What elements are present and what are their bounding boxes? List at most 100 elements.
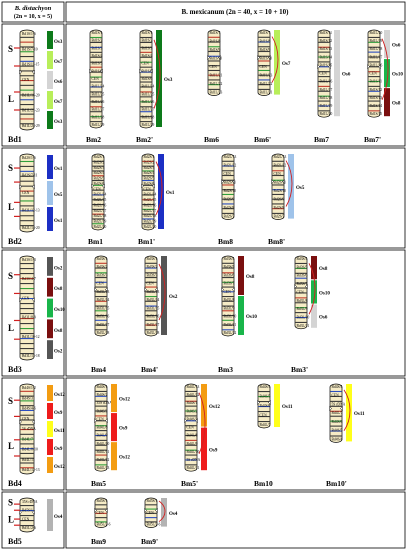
chrom-band [145,508,157,510]
chrom-band [318,90,330,92]
bm-segment-label: Bd4S/4 [332,437,343,441]
os-label-Os2: Os2 [54,266,63,271]
bm-segment-label: Bd3L/13 [147,290,160,294]
bm-segment-label: Bd2L/16 [94,203,107,207]
chrom-band [90,116,102,118]
bd-chrom-name: Bd3 [8,365,22,374]
bm-segment-label: Bd1L/24 [92,85,105,89]
centromere-mark [91,183,105,189]
bd-segment-label: Bd4L/7 [22,437,33,441]
bm-segment-label: Bd2S/7 [274,215,285,219]
chrom-band [318,61,330,63]
chrom-band [368,56,380,58]
arm-label-long: L [8,202,14,212]
chrom-band [145,504,157,506]
bm-segment-label: Bd3L/11 [224,323,237,327]
chrom-band [258,391,270,393]
os-label-Os1: Os1 [54,167,63,172]
bd-segment-label: Bd1S/7-10 [22,47,38,51]
chrom-band [222,262,234,264]
chrom-band [222,184,234,186]
chrom-band [258,46,270,48]
chrom-band [318,71,330,73]
chrom-band [318,105,330,107]
os-bar-Os6 [47,71,53,89]
chrom-band [272,193,284,196]
chrom-band [20,400,34,402]
chrom-band [90,36,102,39]
chrom-band [145,315,157,317]
bm-segment-label: Bd4L/11 [97,450,110,454]
bm-chrom-name: Bm2' [136,135,153,144]
chrom-band [20,94,34,96]
chrom-band [20,175,34,177]
bm-segment-label: Bd1S/13 [370,96,383,100]
header-box-right [65,1,406,23]
bm-segment-label: Bd1L/27 [92,108,105,112]
chrom-band [95,300,107,302]
chrom-band [222,198,234,200]
bm-segment-label: Bd2S/4 [144,171,155,175]
chrom-band [145,329,157,331]
os-bar-Os10 [238,296,244,335]
chrom-band [20,190,34,192]
bm-segment-label: Bd4L/10 [187,450,200,454]
chrom-band [145,512,157,514]
bm-segment-label: Bd2S/11 [224,181,237,185]
chrom-band [272,203,284,205]
bm-segment-label: Bd1L/27 [142,108,155,112]
arm-label-short: S [8,396,13,406]
chrom-band [95,415,107,417]
bd-segment-label: Bd2S/1-6 [22,156,36,160]
centromere-mark [94,507,108,514]
os-bar-Os1 [158,154,164,229]
bd-segment-label: Bd1L/24-29 [22,124,40,128]
bm-segment-label: Bd4L/9 [187,442,198,446]
os-label-Os6: Os6 [54,80,63,85]
arm-label-long: L [8,441,14,451]
bm-segment-label: Bd2S/2 [94,160,105,164]
chrom-band [20,520,34,522]
chrom-band [95,281,107,283]
chrom-band [295,262,307,265]
chrom-band [95,444,107,446]
chrom-band [295,302,307,304]
bm-segment-label: CEN [274,172,282,176]
chrom-band [95,390,107,392]
bm-segment-label: Bd3L/9 [297,307,308,311]
os-label-Os10: Os10 [246,315,257,320]
chrom-band [142,194,154,196]
bd-segment-label: Bd4L/8-10 [22,448,38,452]
chrom-band [258,421,270,423]
os-label-Os4: Os4 [169,512,178,517]
bm-segment-label: Bd3L/13 [97,290,110,294]
os-bar-Os12 [111,384,117,413]
bm-segment-label: CEN [224,172,232,176]
bm-segment-label: Bd3L/8 [297,299,308,303]
chrom-band [92,180,104,182]
chrom-body-0-1 [139,29,153,129]
chrom-band [92,160,104,162]
chrom-band [20,185,34,187]
bm-segment-label: CEN [144,187,152,191]
bm-segment-label: Bd1S/9 [210,48,221,52]
chrom-band [222,174,234,177]
bm-segment-label: Bd3S/2 [97,265,108,269]
chrom-band [258,411,270,413]
bm-segment-label: Bd1S/1 [92,31,103,35]
bm-segment-label: CEN [210,65,218,69]
os-bar-Os10 [384,59,390,88]
chrom-band [185,400,197,402]
os-bar-Os1 [47,207,53,231]
bm-segment-label: Bd1S/6 [142,77,153,81]
row-box-right [65,491,406,549]
chrom-band [20,60,34,62]
os-bar-Os7 [47,51,53,69]
centromere-mark [207,54,221,61]
chrom-band [90,111,102,113]
bm-segment-label: Bd4S/6 [332,420,343,424]
os-bar-Os12 [201,384,207,427]
chrom-band [208,55,220,57]
chrom-band [222,208,234,210]
bm-chrom-name: Bm6 [204,135,219,144]
